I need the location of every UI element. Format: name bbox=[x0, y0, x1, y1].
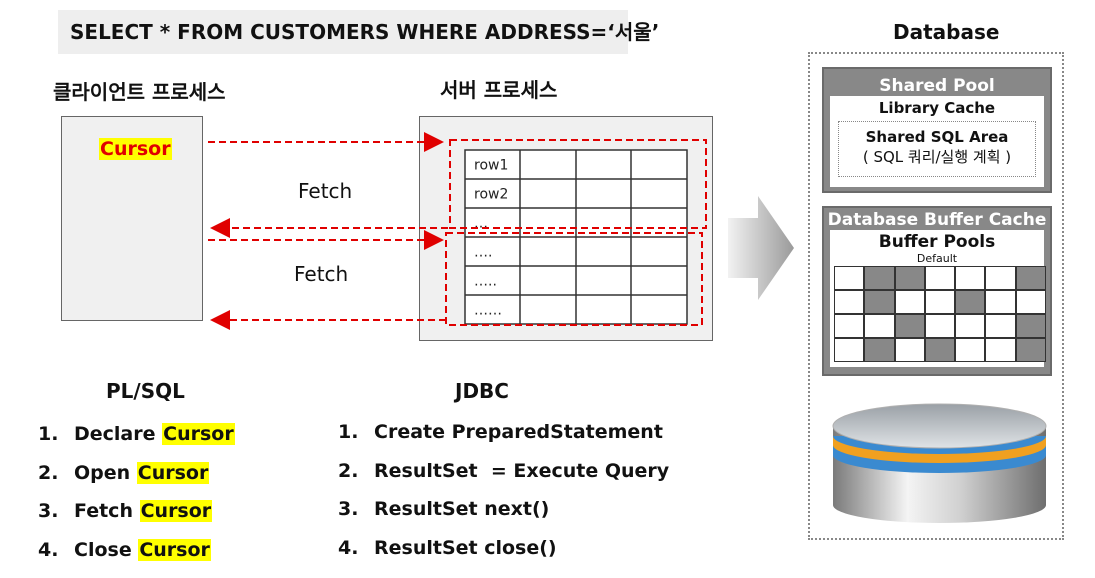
jdbc-title: JDBC bbox=[455, 379, 509, 403]
result-row-label: row2 bbox=[474, 187, 508, 203]
fetch-block-1 bbox=[449, 139, 707, 229]
buffer-block-free bbox=[985, 290, 1016, 314]
buffer-block-free bbox=[924, 314, 956, 338]
step-cursor-highlight: Cursor bbox=[162, 423, 235, 445]
shared-sql-area: Shared SQL Area ( SQL 쿼리/실행 계획 ) bbox=[838, 121, 1036, 177]
buffer-block-used bbox=[894, 266, 925, 290]
step-number: 3. bbox=[338, 498, 359, 520]
buffer-block-free bbox=[924, 266, 956, 290]
shared-pool-panel: Shared Pool Library Cache Shared SQL Are… bbox=[822, 67, 1052, 193]
buffer-block-used bbox=[924, 338, 956, 362]
flow-arrow-to-database bbox=[728, 196, 794, 300]
jdbc-step: 1. Create PreparedStatement bbox=[338, 421, 663, 443]
step-verb: Close bbox=[74, 538, 139, 561]
jdbc-step: 4. ResultSet close() bbox=[338, 537, 557, 559]
buffer-block-free bbox=[985, 338, 1016, 362]
buffer-pools-box: Buffer Pools Default bbox=[830, 230, 1046, 367]
library-cache-box: Library Cache Shared SQL Area ( SQL 쿼리/실… bbox=[830, 96, 1044, 187]
buffer-block-free bbox=[834, 266, 865, 290]
step-verb: Open bbox=[74, 461, 137, 484]
result-row-label: …. bbox=[474, 245, 492, 261]
shared-sql-area-note: ( SQL 쿼리/실행 계획 ) bbox=[862, 148, 1012, 166]
step-cursor-highlight: Cursor bbox=[138, 538, 211, 561]
buffer-block-used bbox=[864, 338, 895, 362]
plsql-step: 2. Open Cursor bbox=[38, 461, 210, 484]
step-number: 4. bbox=[38, 538, 59, 561]
library-cache-title: Library Cache bbox=[878, 99, 996, 117]
jdbc-step: 2. ResultSet = Execute Query bbox=[338, 460, 669, 482]
fetch-block-2 bbox=[445, 232, 703, 326]
result-row-label: …… bbox=[474, 303, 502, 319]
buffer-block-free bbox=[894, 290, 925, 314]
step-verb: Fetch bbox=[74, 500, 140, 522]
buffer-block-free bbox=[834, 290, 865, 314]
fetch-label-2: Fetch bbox=[294, 262, 349, 286]
step-number: 3. bbox=[38, 500, 59, 522]
step-number: 4. bbox=[338, 536, 359, 559]
step-cursor-highlight: Cursor bbox=[136, 461, 210, 484]
buffer-pools-subtitle: Default bbox=[916, 252, 958, 265]
server-process-title: 서버 프로세스 bbox=[440, 78, 558, 102]
plsql-title: PL/SQL bbox=[106, 379, 185, 403]
step-text: Create PreparedStatement bbox=[374, 421, 663, 443]
buffer-block-used bbox=[1015, 314, 1046, 338]
client-cursor-label: Cursor bbox=[99, 138, 172, 160]
step-verb: Declare bbox=[74, 423, 163, 445]
database-frame bbox=[808, 52, 1064, 540]
result-row-label: … bbox=[474, 216, 488, 232]
database-cylinder-icon bbox=[832, 403, 1047, 523]
buffer-block-used bbox=[894, 314, 925, 338]
result-row-label: ….. bbox=[474, 274, 497, 290]
buffer-pool-grid bbox=[834, 266, 1046, 362]
step-number: 1. bbox=[38, 423, 59, 445]
buffer-cache-title: Database Buffer Cache bbox=[827, 210, 1047, 230]
buffer-block-free bbox=[924, 290, 956, 314]
buffer-block-free bbox=[955, 314, 986, 338]
database-title: Database bbox=[893, 20, 1000, 44]
shared-sql-area-title: Shared SQL Area bbox=[865, 128, 1009, 146]
buffer-pools-title: Buffer Pools bbox=[878, 232, 996, 252]
buffer-block-free bbox=[894, 338, 925, 362]
buffer-block-free bbox=[1015, 290, 1046, 314]
client-process-title: 클라이언트 프로세스 bbox=[53, 80, 226, 104]
result-row-label: row1 bbox=[474, 158, 508, 174]
buffer-block-free bbox=[985, 266, 1016, 290]
buffer-block-free bbox=[834, 338, 865, 362]
buffer-block-free bbox=[955, 338, 986, 362]
jdbc-step: 3. ResultSet next() bbox=[338, 498, 549, 520]
step-text: ResultSet next() bbox=[374, 498, 550, 520]
plsql-step: 1. Declare Cursor bbox=[38, 423, 235, 445]
buffer-block-used bbox=[864, 266, 895, 290]
step-number: 2. bbox=[338, 459, 359, 482]
step-number: 1. bbox=[338, 421, 359, 443]
buffer-block-used bbox=[1015, 266, 1046, 290]
buffer-block-free bbox=[834, 314, 865, 338]
buffer-block-used bbox=[955, 290, 986, 314]
fetch-label-1: Fetch bbox=[298, 179, 353, 203]
plsql-step: 4. Close Cursor bbox=[38, 538, 211, 561]
shared-pool-title: Shared Pool bbox=[879, 76, 995, 96]
sql-query-banner: SELECT * FROM CUSTOMERS WHERE ADDRESS=‘서… bbox=[58, 10, 659, 54]
buffer-block-used bbox=[1015, 338, 1046, 362]
buffer-block-free bbox=[955, 266, 986, 290]
buffer-block-used bbox=[864, 290, 895, 314]
buffer-cache-panel: Database Buffer Cache Buffer Pools Defau… bbox=[822, 206, 1052, 376]
buffer-block-free bbox=[864, 314, 895, 338]
step-number: 2. bbox=[38, 461, 59, 484]
step-cursor-highlight: Cursor bbox=[139, 500, 213, 522]
step-text: ResultSet close() bbox=[374, 536, 557, 559]
plsql-step: 3. Fetch Cursor bbox=[38, 500, 213, 522]
buffer-block-free bbox=[985, 314, 1016, 338]
step-text: ResultSet = Execute Query bbox=[374, 459, 670, 482]
